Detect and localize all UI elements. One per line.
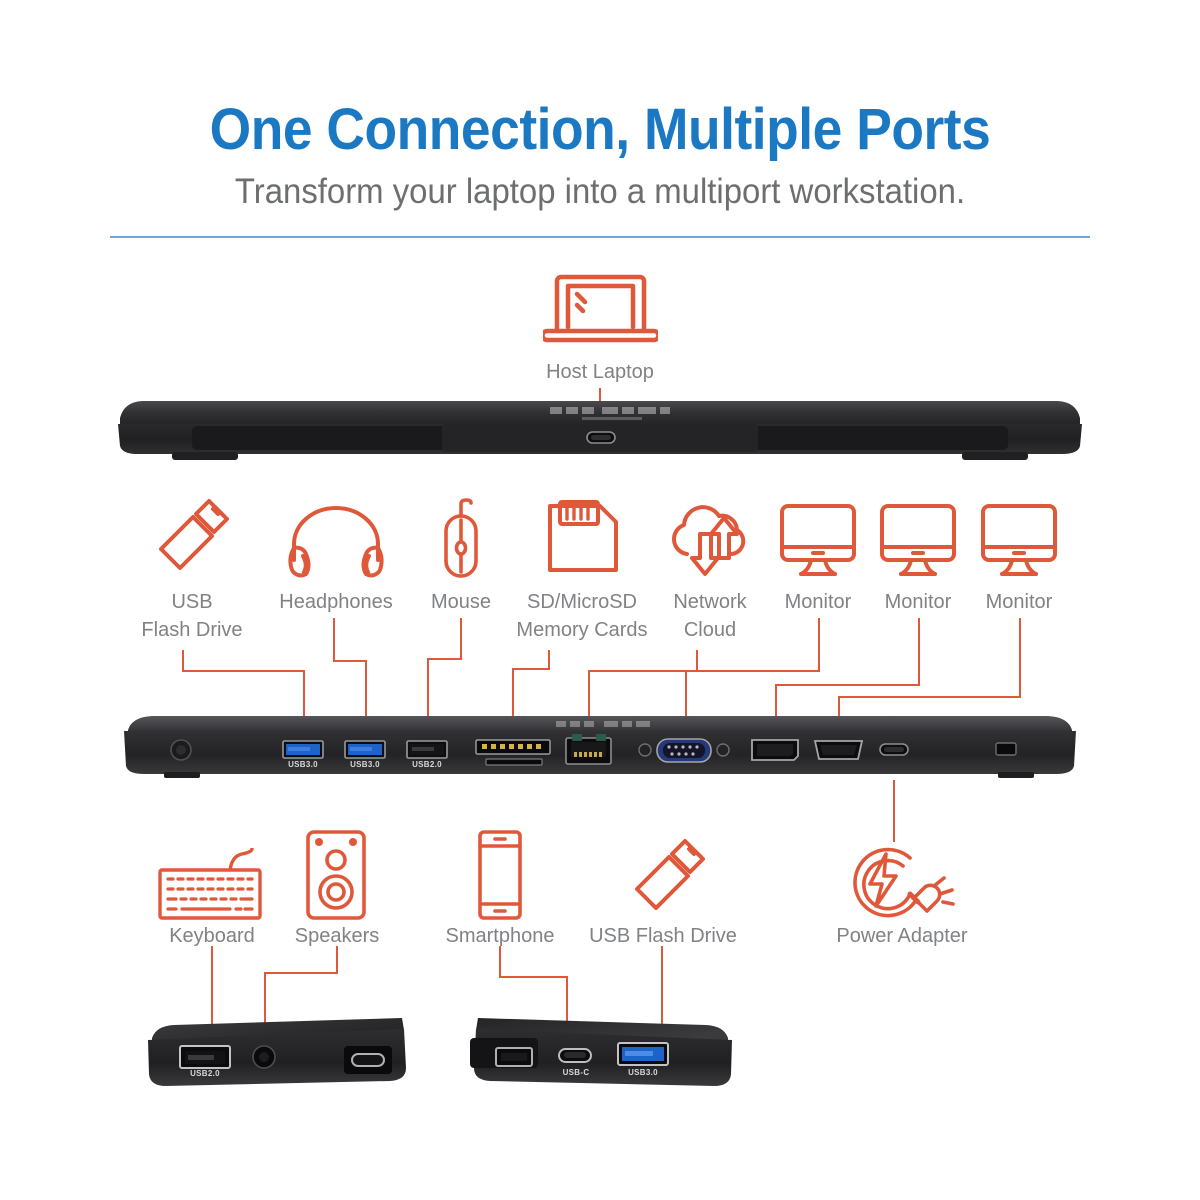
device-label-monitor-2: Monitor: [884, 591, 952, 613]
device-label-usb-flash-drive: USB Flash Drive: [141, 591, 243, 641]
device-label-network-cloud: Network Cloud: [673, 591, 747, 641]
connector-monitor-3-hdmi: [838, 696, 1021, 698]
port-label-usb3-2: USB3.0: [350, 760, 380, 769]
connector-network-cloud: [588, 670, 590, 748]
sd-card-icon: [542, 496, 624, 580]
connector-mouse: [460, 618, 462, 660]
connector-monitor-1-vga: [685, 670, 687, 748]
device-label-power-adapter: Power Adapter: [836, 925, 968, 947]
port-label-side-usb-c: USB-C: [562, 1068, 590, 1077]
header-divider: [110, 236, 1090, 238]
connector-monitor-1-vga: [685, 670, 820, 672]
connector-memory-cards: [512, 668, 514, 748]
page-subtitle: Transform your laptop into a multiport w…: [234, 172, 966, 211]
port-label-side-usb3: USB3.0: [628, 1068, 658, 1077]
connector-keyboard: [211, 946, 213, 1032]
device-label-smartphone: Smartphone: [445, 925, 555, 947]
connector-smartphone: [566, 976, 568, 1040]
connector-monitor-2-displayport: [775, 684, 920, 686]
device-label-usb-flash-drive-bottom: USB Flash Drive: [589, 925, 737, 947]
device-label-headphones: Headphones: [279, 591, 393, 613]
usb-flash-drive-icon: [626, 836, 710, 920]
port-label-usb3-1: USB3.0: [288, 760, 318, 769]
connector-usb-flash-drive-bottom: [661, 946, 663, 1040]
docking-station-left-side: USB2.0: [140, 1016, 410, 1102]
connector-memory-cards: [512, 668, 550, 670]
docking-station-right-side: USB-C USB3.0: [470, 1016, 740, 1102]
connector-usb-flash-drive: [303, 670, 305, 748]
page-title: One Connection, Multiple Ports: [209, 97, 991, 162]
connector-monitor-1-vga: [818, 618, 820, 672]
connector-smartphone: [499, 946, 501, 978]
device-label-mouse: Mouse: [430, 591, 492, 613]
connector-mouse: [427, 658, 429, 748]
docking-station-rear-panel: USB3.0 USB3.0 USB2.0: [118, 714, 1082, 780]
device-label-monitor-1: Monitor: [784, 591, 852, 613]
network-cloud-icon: [665, 496, 753, 580]
connector-monitor-3-hdmi: [1019, 618, 1021, 698]
speakers-icon: [302, 828, 370, 922]
port-label-usb2: USB2.0: [412, 760, 442, 769]
connector-memory-cards: [548, 650, 550, 670]
device-label-speakers: Speakers: [294, 925, 380, 947]
monitor-icon: [978, 500, 1060, 580]
connector-monitor-2-displayport: [918, 618, 920, 686]
connector-power-adapter: [893, 780, 895, 842]
device-label-keyboard: Keyboard: [169, 925, 255, 947]
device-label-monitor-3: Monitor: [985, 591, 1053, 613]
connector-network-cloud: [696, 650, 698, 672]
connector-speakers: [264, 972, 266, 1040]
device-label-memory-cards: SD/MicroSD Memory Cards: [516, 591, 648, 641]
docking-station-front-edge: [112, 396, 1088, 468]
connector-speakers: [264, 972, 338, 974]
laptop-icon: [543, 272, 658, 350]
connector-headphones: [333, 618, 335, 662]
connector-smartphone: [499, 976, 568, 978]
connector-usb-flash-drive: [182, 670, 305, 672]
connector-headphones: [365, 660, 367, 748]
connector-usb-flash-drive: [182, 650, 184, 672]
usb-flash-drive-icon: [150, 496, 234, 580]
connector-headphones: [333, 660, 367, 662]
monitor-icon: [777, 500, 859, 580]
port-label-side-usb2: USB2.0: [190, 1069, 220, 1078]
host-laptop-label: Host Laptop: [546, 361, 654, 383]
connector-speakers: [336, 946, 338, 974]
headphones-icon: [284, 498, 388, 582]
mouse-icon: [437, 498, 485, 582]
connector-network-cloud: [588, 670, 698, 672]
connector-mouse: [427, 658, 462, 660]
power-adapter-icon: [848, 842, 956, 928]
keyboard-icon: [156, 848, 268, 922]
monitor-icon: [877, 500, 959, 580]
smartphone-icon: [474, 828, 526, 922]
